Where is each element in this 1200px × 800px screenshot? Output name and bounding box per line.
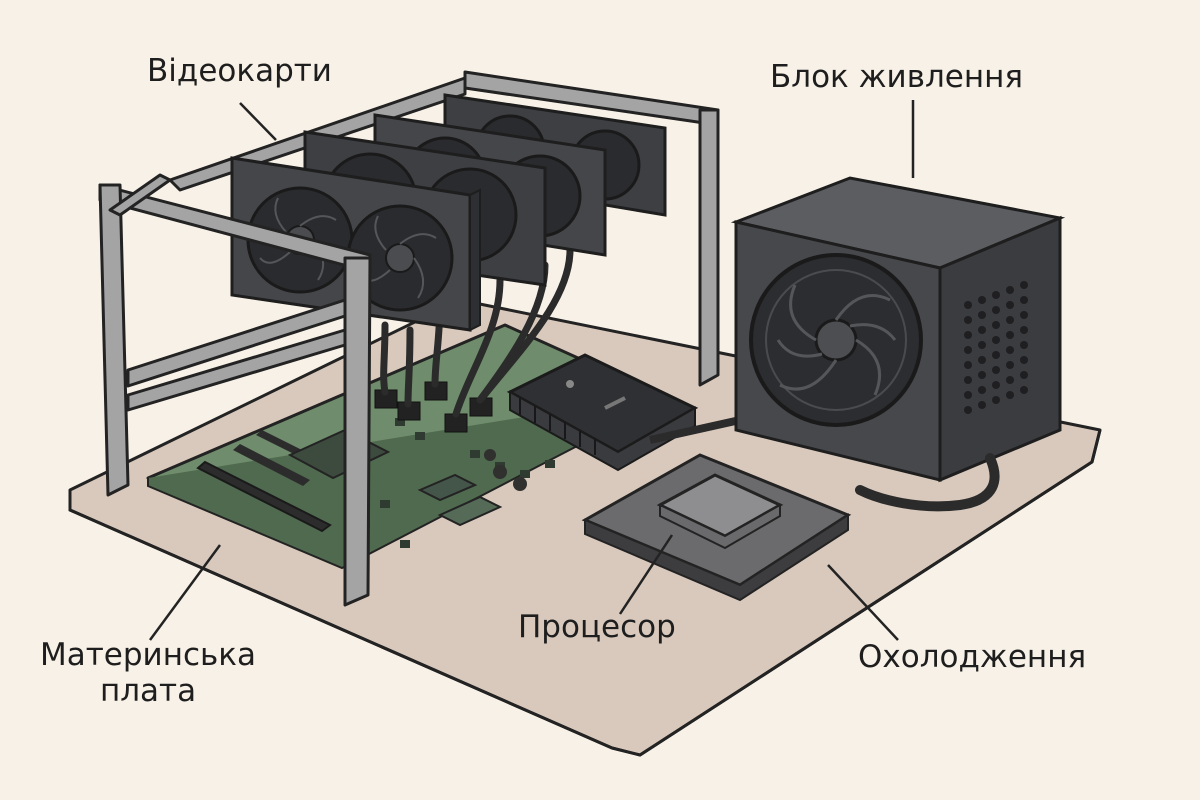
heatsink — [506, 353, 741, 472]
label-motherboard: Материнська плата — [40, 637, 257, 709]
gpu-card-icon — [230, 93, 667, 332]
psu-fan-icon — [749, 253, 923, 427]
label-cpu: Процесор — [518, 609, 676, 645]
label-motherboard-line1: Материнська — [40, 637, 257, 673]
label-psu: Блок живлення — [770, 59, 1024, 95]
label-motherboard-line2: плата — [99, 672, 197, 709]
fan-icon — [246, 186, 454, 312]
psu-icon — [730, 176, 1066, 512]
label-gpu: Відеокарти — [147, 53, 332, 89]
cpu-chip-icon — [581, 453, 852, 602]
base-plate-edge — [68, 429, 1102, 757]
label-cooling: Охолодження — [858, 639, 1087, 675]
psu-vent — [964, 281, 1028, 414]
leader-lines — [148, 100, 915, 641]
frame-front — [98, 173, 372, 607]
